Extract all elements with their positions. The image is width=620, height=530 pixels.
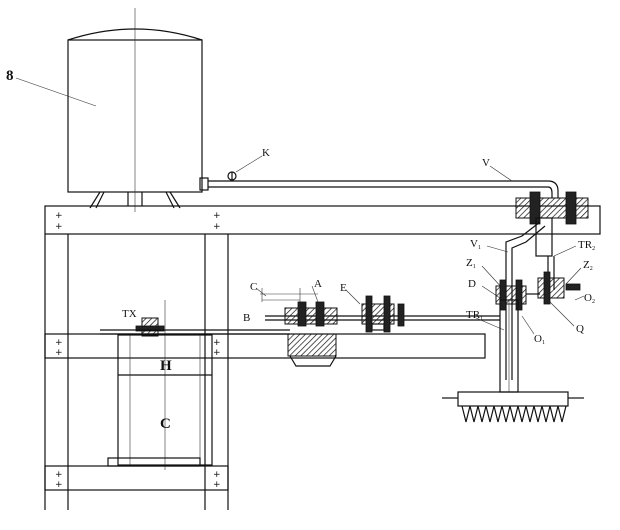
svg-text:+: + — [213, 470, 221, 480]
flange-right — [397, 303, 405, 327]
label-line-v: V — [482, 157, 490, 169]
label-d: D — [468, 278, 476, 290]
svg-text:+: + — [55, 338, 63, 348]
svg-text:+: + — [213, 480, 221, 490]
valve-k — [227, 155, 263, 181]
leader-lines-right — [475, 245, 585, 335]
tank-leader-line — [15, 77, 97, 107]
svg-text:+: + — [213, 338, 221, 348]
label-tr1: TR1 — [466, 309, 483, 322]
fitting-tx — [100, 317, 290, 337]
pump-assembly-a — [284, 285, 338, 367]
label-tank: 8 — [6, 68, 14, 84]
svg-text:+: + — [55, 211, 63, 221]
label-z2: Z2 — [583, 259, 593, 272]
label-a: A — [314, 278, 322, 290]
label-h: H — [160, 358, 172, 374]
label-c-top: C — [250, 281, 257, 293]
valve-e — [345, 289, 395, 333]
svg-text:+: + — [55, 222, 63, 232]
svg-text:+: + — [55, 348, 63, 358]
mixer-block — [495, 271, 581, 311]
vessel-hc — [107, 334, 213, 467]
label-tx: TX — [122, 308, 137, 320]
upper-coupling — [515, 191, 589, 257]
label-z1: Z1 — [466, 257, 476, 270]
line-v-leader — [489, 165, 513, 182]
upper-feed-pipe — [199, 177, 559, 198]
svg-text:+: + — [213, 211, 221, 221]
svg-text:+: + — [55, 470, 63, 480]
label-e: E — [340, 282, 347, 294]
support-frame — [44, 205, 601, 510]
label-valve-k: K — [262, 147, 270, 159]
storage-tank — [67, 8, 203, 212]
label-o1: O1 — [534, 333, 545, 346]
svg-text:+: + — [213, 348, 221, 358]
label-v1: V1 — [470, 238, 481, 251]
label-q: Q — [576, 323, 584, 335]
label-tr2: TR2 — [578, 239, 595, 252]
frame-bolts: ++ ++ ++ ++ ++ ++ — [55, 211, 221, 490]
label-c-box: C — [160, 416, 171, 432]
label-o2: O2 — [584, 292, 595, 305]
label-b: B — [243, 312, 250, 324]
svg-text:+: + — [213, 222, 221, 232]
svg-text:+: + — [55, 480, 63, 490]
spray-head — [442, 299, 584, 423]
